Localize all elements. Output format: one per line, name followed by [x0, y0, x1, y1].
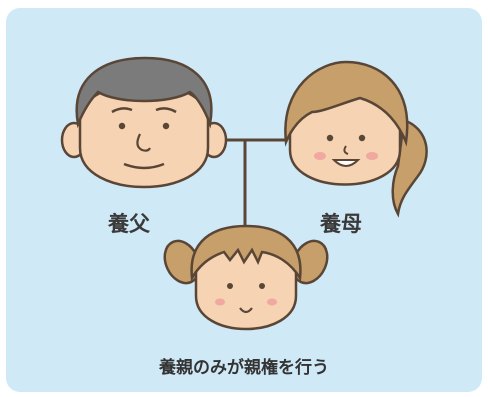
child-illustration — [163, 224, 329, 331]
diagram-caption: 養親のみが親権を行う — [159, 358, 329, 378]
adoptive-father-illustration — [60, 56, 228, 189]
adoptive-mother-label: 養母 — [320, 212, 362, 236]
adoptive-mother-illustration — [284, 60, 428, 218]
adoptive-father-label: 養父 — [108, 212, 150, 236]
